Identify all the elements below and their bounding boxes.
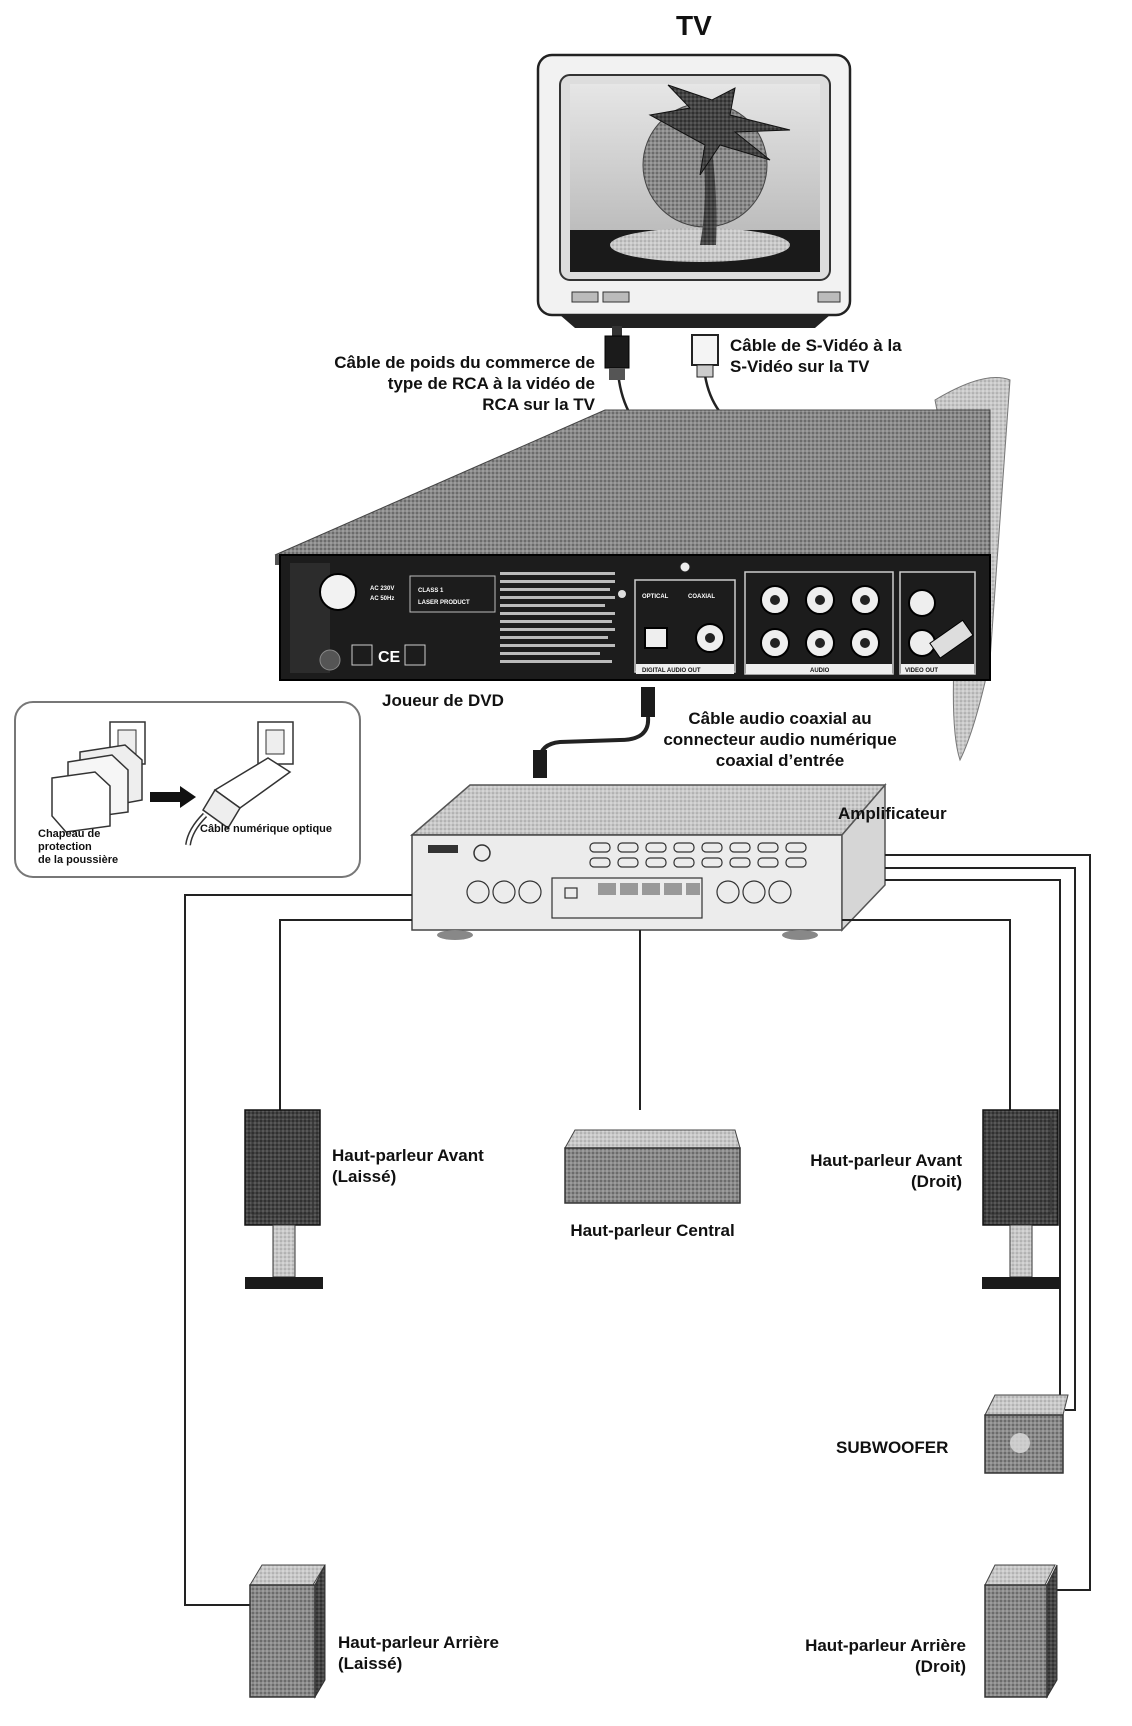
front-right-label: Haut-parleur Avant (Droit): [740, 1150, 962, 1192]
amplifier-illustration: [409, 782, 887, 940]
tv-illustration: [536, 53, 852, 328]
digital-audio-out-label: DIGITAL AUDIO OUT: [642, 668, 701, 674]
svideo-cable-line-1: Câble de S-Vidéo à la: [730, 336, 902, 355]
rear-left-label: Haut-parleur Arrière (Laissé): [338, 1632, 499, 1674]
class-label-1: CLASS 1: [418, 588, 444, 594]
rca-cable-line-3: RCA sur la TV: [482, 395, 595, 414]
svideo-cable-label: Câble de S-Vidéo à la S-Vidéo sur la TV: [730, 335, 970, 377]
dvd-player-illustration: AC 230V AC 50Hz CLASS 1 LASER PRODUCT CE…: [274, 409, 991, 681]
front-right-line-2: (Droit): [911, 1172, 962, 1191]
rear-left-line-2: (Laissé): [338, 1654, 403, 1673]
video-out-label: VIDEO OUT: [905, 668, 938, 674]
coax-cable-line-1: Câble audio coaxial au: [688, 709, 872, 728]
front-right-speaker: [982, 1109, 1060, 1289]
rca-cable-line-1: Câble de poids du commerce de: [334, 353, 595, 372]
coax-cable-line-3: coaxial d’entrée: [715, 751, 845, 770]
front-left-label: Haut-parleur Avant (Laissé): [332, 1145, 484, 1187]
rear-left-line-1: Haut-parleur Arrière: [338, 1633, 499, 1652]
speaker-wires: [184, 854, 1091, 1606]
rca-cable-line-2: type de RCA à la vidéo de: [387, 374, 595, 393]
rear-right-label: Haut-parleur Arrière (Droit): [740, 1635, 966, 1677]
rca-plug: [604, 326, 630, 380]
inset-cap-line-2: protection: [38, 841, 92, 853]
front-left-speaker: [244, 1109, 323, 1289]
coax-cable-label: Câble audio coaxial au connecteur audio …: [640, 708, 920, 771]
audio-label: AUDIO: [810, 668, 830, 674]
subwoofer-speaker: [984, 1394, 1069, 1474]
optical-label: OPTICAL: [642, 594, 669, 600]
rear-right-speaker: [984, 1564, 1058, 1699]
inset-cap-label: Chapeau de protection de la poussière: [38, 828, 148, 867]
svideo-cable-line-2: S-Vidéo sur la TV: [730, 357, 870, 376]
front-right-line-1: Haut-parleur Avant: [810, 1151, 962, 1170]
inset-cap-line-1: Chapeau de: [38, 828, 101, 840]
ce-mark: CE: [378, 649, 401, 666]
coax-cable: [533, 687, 655, 778]
rear-right-line-2: (Droit): [915, 1657, 966, 1676]
rca-cable-label: Câble de poids du commerce de type de RC…: [240, 352, 595, 415]
power-spec-1: AC 230V: [370, 586, 394, 592]
class-label-2: LASER PRODUCT: [418, 600, 470, 606]
rear-right-line-1: Haut-parleur Arrière: [805, 1636, 966, 1655]
optical-inset: [14, 701, 361, 878]
inset-cap-line-3: de la poussière: [38, 854, 119, 866]
dvd-player-label: Joueur de DVD: [382, 691, 504, 710]
rear-left-speaker: [249, 1564, 326, 1699]
coaxial-label: COAXIAL: [688, 594, 715, 600]
front-left-line-2: (Laissé): [332, 1167, 397, 1186]
center-speaker-label: Haut-parleur Central: [570, 1221, 735, 1240]
center-speaker: [564, 1129, 741, 1204]
svideo-plug: [691, 334, 719, 378]
tv-label: TV: [676, 10, 712, 41]
coax-cable-line-2: connecteur audio numérique: [663, 730, 897, 749]
front-left-line-1: Haut-parleur Avant: [332, 1146, 484, 1165]
power-spec-2: AC 50Hz: [370, 596, 394, 602]
amplifier-label: Amplificateur: [838, 804, 947, 823]
subwoofer-label: SUBWOOFER: [836, 1438, 949, 1457]
inset-optical-label: Câble numérique optique: [200, 823, 333, 835]
